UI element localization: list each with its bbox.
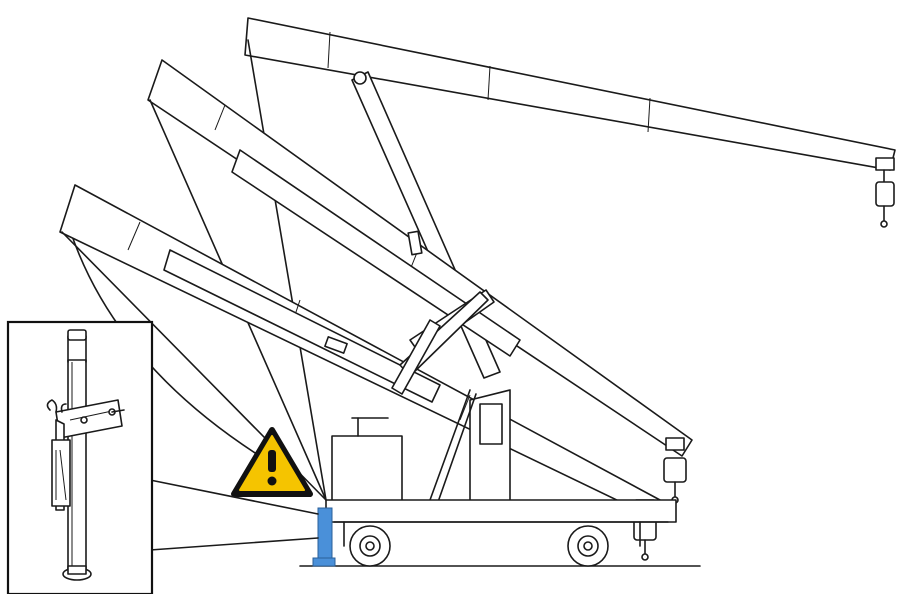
support-leg-foot (312, 557, 336, 567)
callout-line-bottom (149, 537, 319, 551)
boom-position-high (244, 17, 896, 501)
support-leg-highlight (312, 507, 336, 567)
inset-detail (6, 320, 154, 594)
callout-line-top (149, 479, 319, 515)
crane-base (325, 389, 677, 567)
boom-position-middle (147, 59, 693, 504)
warning-triangle-icon (231, 427, 313, 497)
support-leg-body (317, 507, 333, 561)
